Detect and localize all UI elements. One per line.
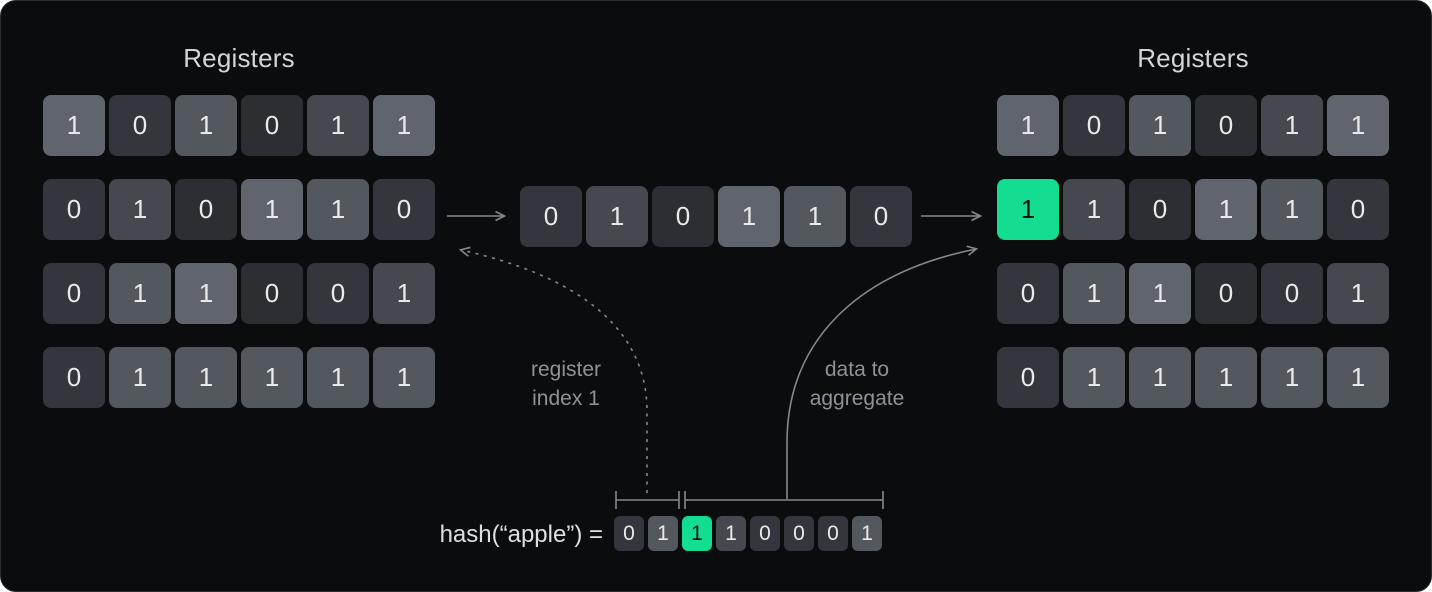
merged-register-cell: 0 <box>520 186 582 247</box>
right-register-cell: 0 <box>1195 263 1257 324</box>
left-register-cell: 1 <box>373 347 435 408</box>
hash-bit: 1 <box>716 516 746 551</box>
right-register-cell: 1 <box>1327 347 1389 408</box>
data-aggregate-label-line1: data to <box>824 358 890 381</box>
left-register-cell: 1 <box>109 179 171 240</box>
right-register-cell: 1 <box>997 95 1059 156</box>
left-register-cell: 1 <box>241 179 303 240</box>
left-register-cell: 1 <box>43 95 105 156</box>
right-register-cell: 1 <box>1129 263 1191 324</box>
left-register-cell: 1 <box>109 263 171 324</box>
right-register-cell: 1 <box>1063 179 1125 240</box>
left-register-cell: 0 <box>307 263 369 324</box>
left-register-cell: 1 <box>373 95 435 156</box>
hash-bit: 1 <box>852 516 882 551</box>
right-register-cell: 0 <box>1129 179 1191 240</box>
hash-expression-label: hash(“apple”) = <box>439 521 603 548</box>
hash-bit: 1 <box>682 516 712 551</box>
hash-bit: 0 <box>818 516 848 551</box>
right-register-cell: 1 <box>997 179 1059 240</box>
right-register-cell: 1 <box>1063 263 1125 324</box>
merged-register-cell: 1 <box>586 186 648 247</box>
right-register-cell: 1 <box>1261 347 1323 408</box>
left-register-cell: 0 <box>43 263 105 324</box>
left-register-cell: 0 <box>43 347 105 408</box>
right-register-cell: 1 <box>1195 179 1257 240</box>
right-register-cell: 0 <box>997 263 1059 324</box>
hash-bit: 0 <box>614 516 644 551</box>
hash-bit: 1 <box>648 516 678 551</box>
left-register-cell: 0 <box>241 95 303 156</box>
left-register-cell: 0 <box>373 179 435 240</box>
right-register-cell: 0 <box>1063 95 1125 156</box>
right-registers-title: Registers <box>1137 43 1249 73</box>
right-register-cell: 1 <box>1129 347 1191 408</box>
left-register-cell: 0 <box>109 95 171 156</box>
data-bits-bracket <box>684 491 884 509</box>
right-register-cell: 0 <box>1195 95 1257 156</box>
merged-register-cell: 1 <box>718 186 780 247</box>
left-register-cell: 1 <box>307 95 369 156</box>
right-register-cell: 1 <box>1327 263 1389 324</box>
register-index-label: register index 1 <box>456 355 676 413</box>
merged-register-cell: 1 <box>784 186 846 247</box>
left-register-cell: 1 <box>109 347 171 408</box>
left-register-cell: 1 <box>307 179 369 240</box>
left-register-cell: 0 <box>43 179 105 240</box>
data-aggregate-label-line2: aggregate <box>809 387 905 410</box>
right-register-cell: 1 <box>1195 347 1257 408</box>
left-register-cell: 1 <box>175 95 237 156</box>
left-registers-title: Registers <box>183 43 295 73</box>
left-register-cell: 0 <box>175 179 237 240</box>
right-register-cell: 1 <box>1129 95 1191 156</box>
index-bits-bracket <box>615 491 680 509</box>
left-register-cell: 1 <box>175 263 237 324</box>
left-register-cell: 1 <box>241 347 303 408</box>
right-register-cell: 1 <box>1327 95 1389 156</box>
register-index-label-line1: register <box>530 358 602 381</box>
right-register-cell: 0 <box>997 347 1059 408</box>
left-register-cell: 1 <box>373 263 435 324</box>
merged-register-cell: 0 <box>850 186 912 247</box>
data-aggregate-label: data to aggregate <box>747 355 967 413</box>
left-register-cell: 1 <box>307 347 369 408</box>
right-register-cell: 1 <box>1063 347 1125 408</box>
hash-bit: 0 <box>784 516 814 551</box>
right-register-cell: 1 <box>1261 179 1323 240</box>
left-register-cell: 1 <box>175 347 237 408</box>
merged-register-cell: 0 <box>652 186 714 247</box>
right-register-cell: 1 <box>1261 95 1323 156</box>
right-register-cell: 0 <box>1261 263 1323 324</box>
right-register-cell: 0 <box>1327 179 1389 240</box>
left-register-cell: 0 <box>241 263 303 324</box>
register-index-label-line2: index 1 <box>532 387 600 410</box>
hash-bit: 0 <box>750 516 780 551</box>
